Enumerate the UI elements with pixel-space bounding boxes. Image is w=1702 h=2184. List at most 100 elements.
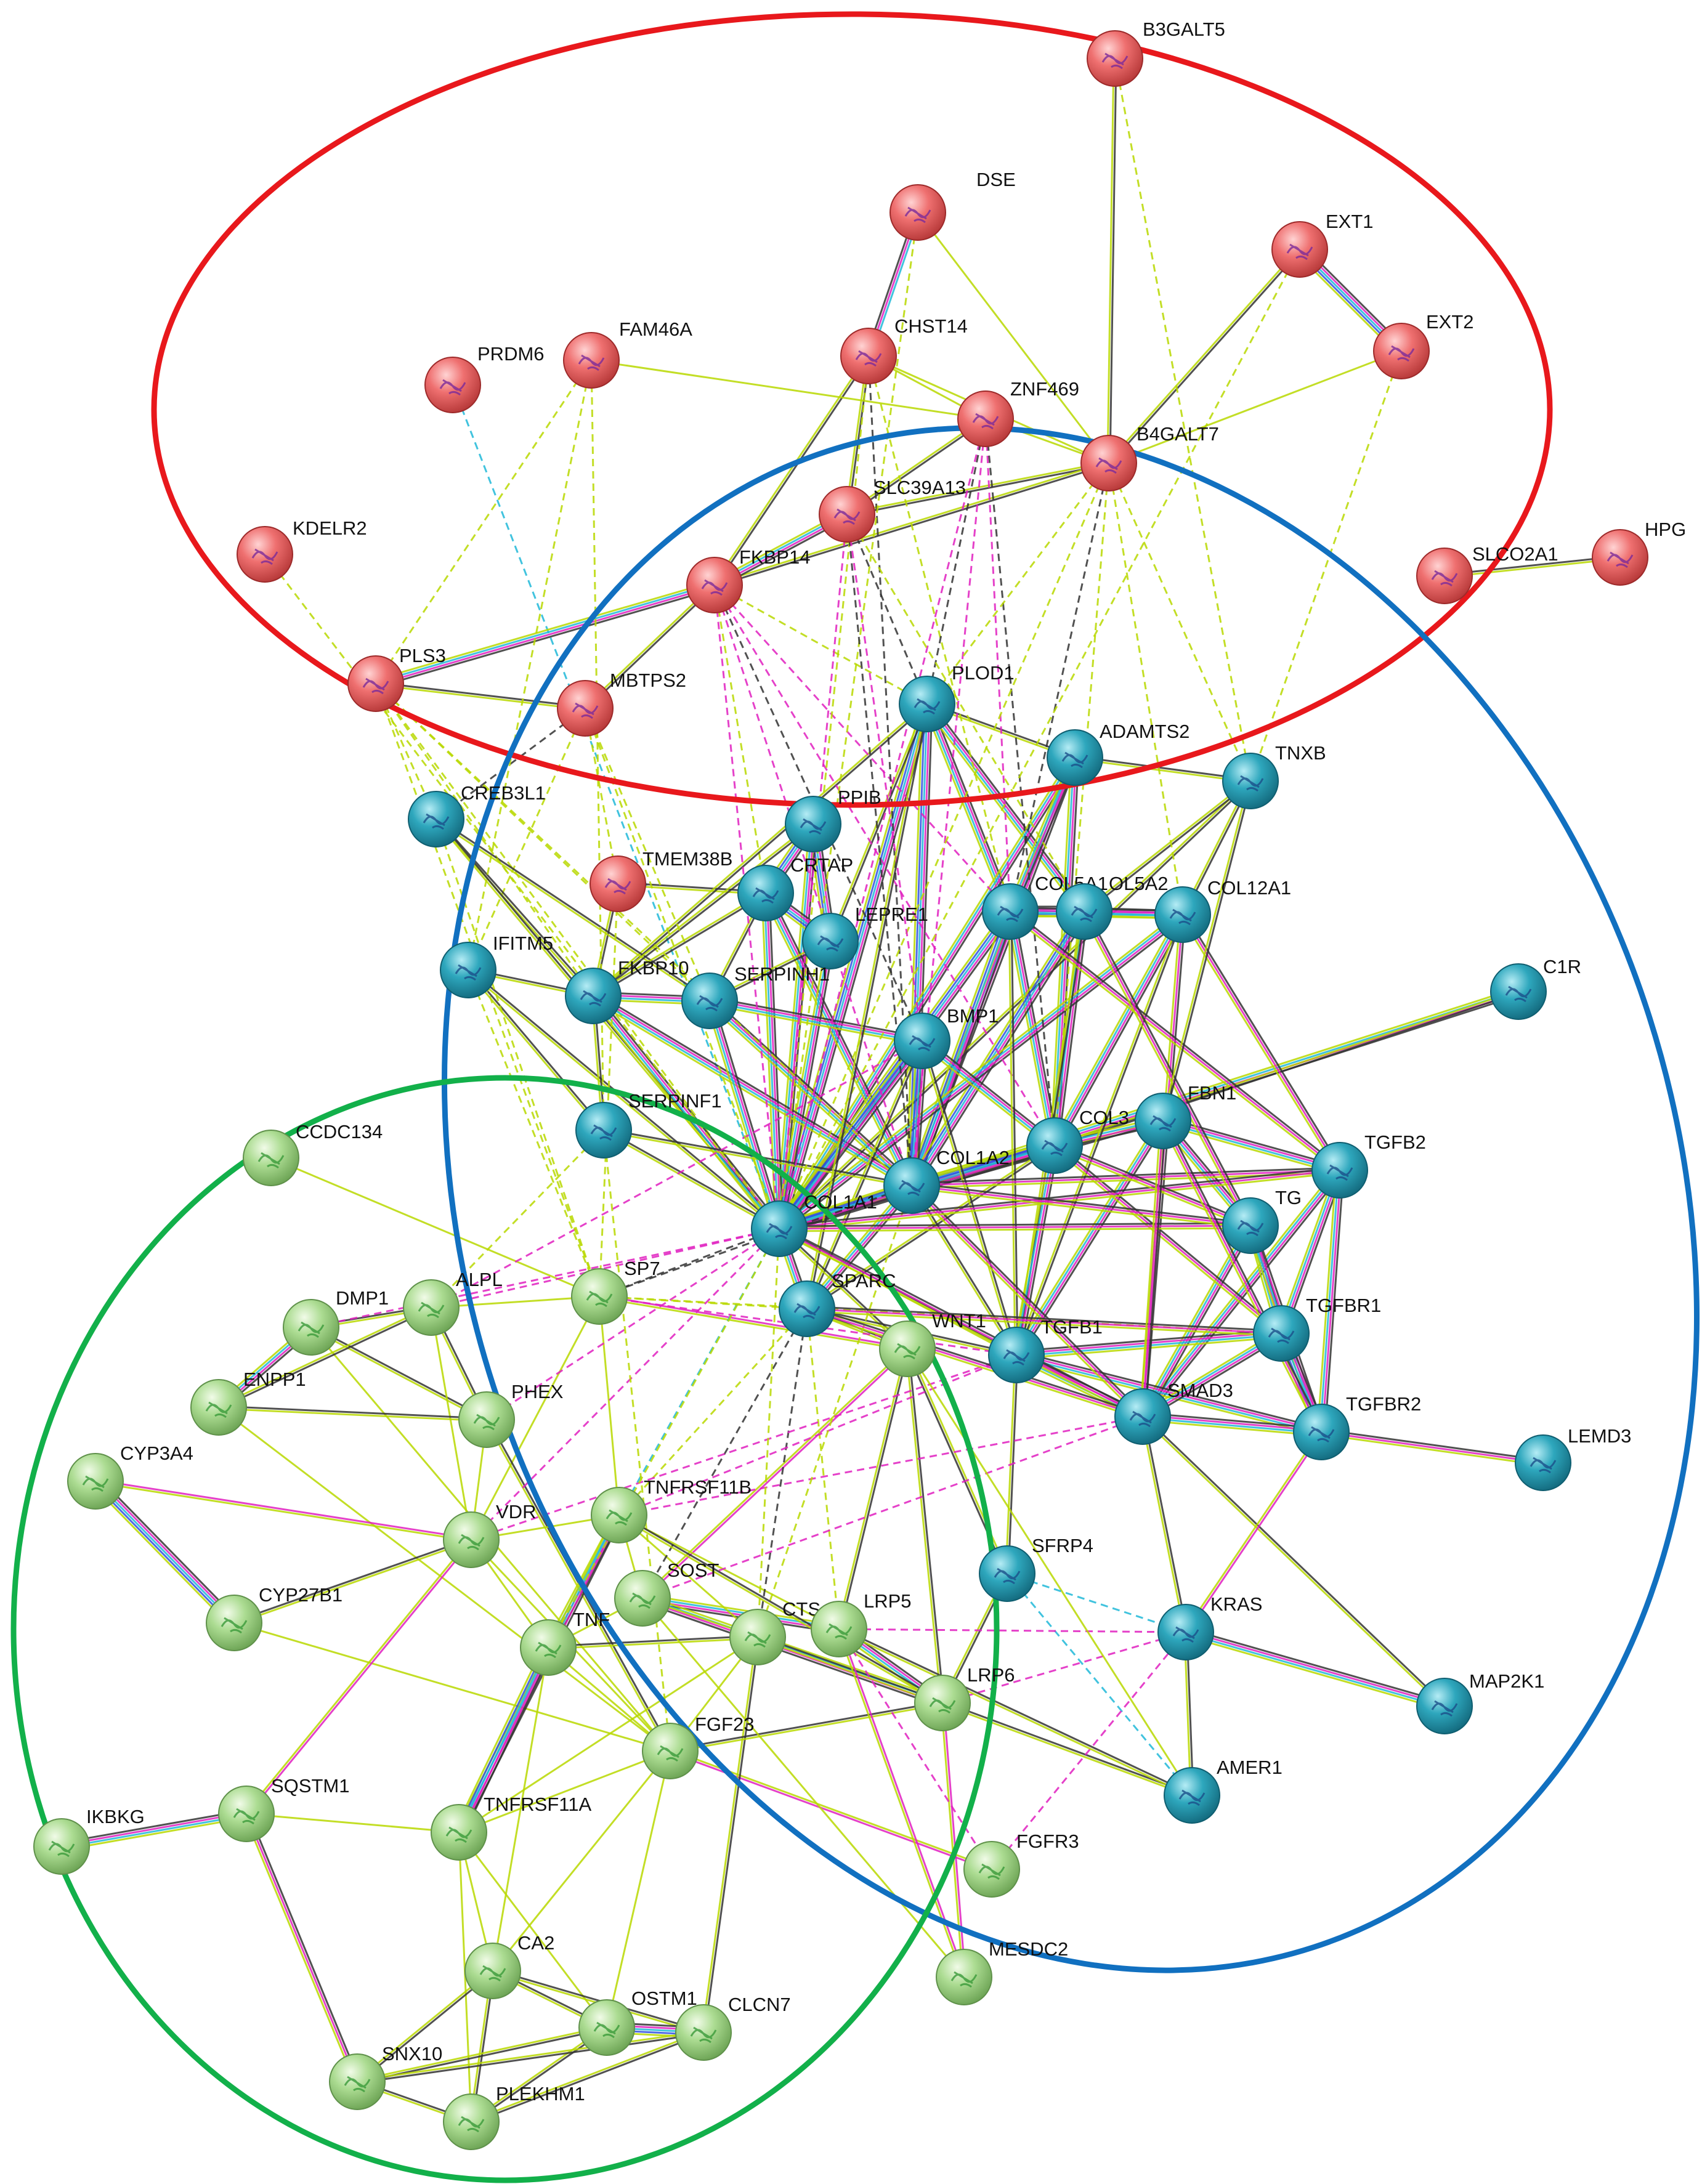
edge-LRP6-AMER1: [941, 1701, 1193, 1798]
node-chst14[interactable]: CHST14: [840, 315, 968, 384]
node-sfrp4[interactable]: SFRP4: [979, 1535, 1093, 1602]
node-col5a1[interactable]: COL5A1: [982, 873, 1108, 940]
node-fgf23[interactable]: FGF23: [642, 1713, 754, 1779]
node-label: DSE: [976, 169, 1016, 190]
node-lepre1[interactable]: LEPRE1: [802, 904, 928, 969]
node-c1r[interactable]: C1R: [1490, 956, 1581, 1020]
node-cyp27b1[interactable]: CYP27B1: [206, 1584, 342, 1651]
node-tmem38b[interactable]: TMEM38B: [590, 848, 732, 912]
edge-C1R-COL3A1: [1053, 989, 1520, 1148]
node-col3a1[interactable]: COL3: [1026, 1107, 1129, 1174]
node-ifitm5[interactable]: IFITM5: [440, 932, 553, 998]
node-amer1[interactable]: AMER1: [1164, 1757, 1283, 1824]
node-ca2[interactable]: CA2: [464, 1932, 554, 1999]
node-phex[interactable]: PHEX: [458, 1381, 564, 1448]
node-dse[interactable]: DSE: [889, 169, 1016, 241]
node-hpgd[interactable]: HPG: [1592, 519, 1686, 586]
node-sp7[interactable]: SP7: [571, 1258, 660, 1325]
node-sparc[interactable]: SPARC: [779, 1270, 896, 1337]
node-map2k1[interactable]: MAP2K1: [1416, 1670, 1544, 1734]
node-fkbp14[interactable]: FKBP14: [686, 546, 810, 613]
node-tnxb[interactable]: TNXB: [1222, 742, 1326, 809]
node-ext2[interactable]: EXT2: [1373, 311, 1474, 379]
node-col5a2[interactable]: OL5A2: [1056, 873, 1169, 940]
node-adamts2[interactable]: ADAMTS2: [1047, 721, 1189, 786]
edge-CRTAP-FKBP10: [592, 891, 767, 998]
edge-line: [907, 1348, 945, 1703]
node-label: OL5A2: [1109, 873, 1169, 894]
node-col1a2[interactable]: COL1A2: [883, 1147, 1010, 1214]
node-znf469[interactable]: ZNF469: [957, 378, 1079, 447]
node-creb3l1[interactable]: CREB3L1: [408, 782, 546, 847]
edge-line: [1109, 59, 1117, 464]
node-kdelr2[interactable]: KDELR2: [237, 517, 367, 583]
node-fgfr3[interactable]: FGFR3: [963, 1830, 1079, 1898]
edge-line: [923, 705, 1008, 913]
edge-line: [641, 1598, 965, 1978]
node-prdm6[interactable]: PRDM6: [424, 343, 545, 413]
node-alpl[interactable]: ALPL: [403, 1269, 503, 1336]
edge-line: [913, 912, 1014, 1187]
edge-line: [1184, 1635, 1444, 1711]
node-ext1[interactable]: EXT1: [1271, 211, 1374, 278]
node-pls3[interactable]: PLS3: [347, 645, 446, 712]
node-fbn1[interactable]: FBN1: [1135, 1082, 1236, 1149]
edge-line: [777, 756, 1075, 1229]
node-col1a1[interactable]: COL1A1: [751, 1191, 877, 1257]
edge-SPARC-TNFRSF11B: [618, 1308, 808, 1516]
edge-line: [713, 584, 767, 894]
edge-COL1A2-TGFB3: [911, 1182, 1251, 1229]
node-slc39a13[interactable]: SLC39A13: [819, 477, 966, 543]
node-lrp5[interactable]: LRP5: [811, 1590, 912, 1657]
node-crtap[interactable]: CRTAP: [737, 854, 853, 921]
node-tgfb2[interactable]: TGFB2: [1311, 1131, 1426, 1199]
node-lrp6[interactable]: LRP6: [914, 1664, 1015, 1731]
node-slco2a1[interactable]: SLCO2A1: [1416, 543, 1558, 604]
node-cyp3a4[interactable]: CYP3A4: [67, 1442, 193, 1510]
node-serpinf1[interactable]: SERPINF1: [575, 1090, 722, 1159]
node-bmp1[interactable]: BMP1: [894, 1005, 999, 1069]
edge-line: [583, 583, 715, 708]
node-fkbp10[interactable]: FKBP10: [565, 957, 689, 1024]
node-ikbkg[interactable]: IKBKG: [33, 1806, 145, 1875]
node-fam46a[interactable]: FAM46A: [563, 318, 692, 389]
node-col12a1[interactable]: COL12A1: [1154, 877, 1291, 943]
node-dmp1[interactable]: DMP1: [283, 1287, 389, 1356]
node-label: SNX10: [382, 2043, 442, 2065]
node-clcn7[interactable]: CLCN7: [675, 1994, 791, 2061]
node-smad3[interactable]: SMAD3: [1114, 1380, 1233, 1445]
protein-structure-icon: [48, 1840, 75, 1858]
node-serpinh1[interactable]: SERPINH1: [681, 963, 830, 1029]
node-tnfrsf11a[interactable]: TNFRSF11A: [431, 1794, 591, 1861]
node-sost[interactable]: SOST: [614, 1559, 719, 1627]
node-mesdc2[interactable]: MESDC2: [936, 1938, 1068, 2005]
node-tgfbr1[interactable]: TGFBR1: [1253, 1295, 1381, 1362]
node-b4galt7[interactable]: B4GALT7: [1080, 423, 1219, 491]
node-tgfb3[interactable]: TG: [1222, 1187, 1302, 1254]
node-vdr[interactable]: VDR: [443, 1501, 536, 1568]
node-ccdc134[interactable]: CCDC134: [243, 1121, 383, 1186]
node-b3galt5[interactable]: B3GALT5: [1087, 18, 1225, 87]
node-label: ENPP1: [243, 1369, 306, 1390]
node-enpp1[interactable]: ENPP1: [190, 1369, 306, 1436]
node-lemd3[interactable]: LEMD3: [1515, 1425, 1631, 1491]
node-ostm1[interactable]: OSTM1: [578, 1988, 697, 2056]
edge-WNT1-AMER1: [906, 1348, 1193, 1796]
node-wnt1[interactable]: WNT1: [879, 1310, 986, 1377]
node-tgfb1[interactable]: TGFB1: [988, 1316, 1103, 1383]
edge-line: [593, 824, 815, 998]
node-tgfbr2[interactable]: TGFBR2: [1293, 1393, 1421, 1460]
node-tnfsf11[interactable]: TNF: [520, 1609, 610, 1676]
edge-line: [1321, 1433, 1543, 1466]
node-snx10[interactable]: SNX10: [329, 2043, 442, 2110]
edge-line: [1074, 758, 1250, 783]
node-plekhm1[interactable]: PLEKHM1: [443, 2083, 585, 2150]
node-ppib[interactable]: PPIB: [785, 787, 881, 852]
node-plod1[interactable]: PLOD1: [899, 662, 1015, 732]
edge-line: [470, 1296, 601, 1540]
node-kras[interactable]: KRAS: [1157, 1593, 1262, 1660]
node-mbtps2[interactable]: MBTPS2: [557, 669, 686, 737]
node-sqstm1[interactable]: SQSTM1: [218, 1775, 349, 1842]
node-tnfrsf11b[interactable]: TNFRSF11B: [591, 1476, 752, 1543]
protein-structure-icon: [1308, 1426, 1335, 1443]
